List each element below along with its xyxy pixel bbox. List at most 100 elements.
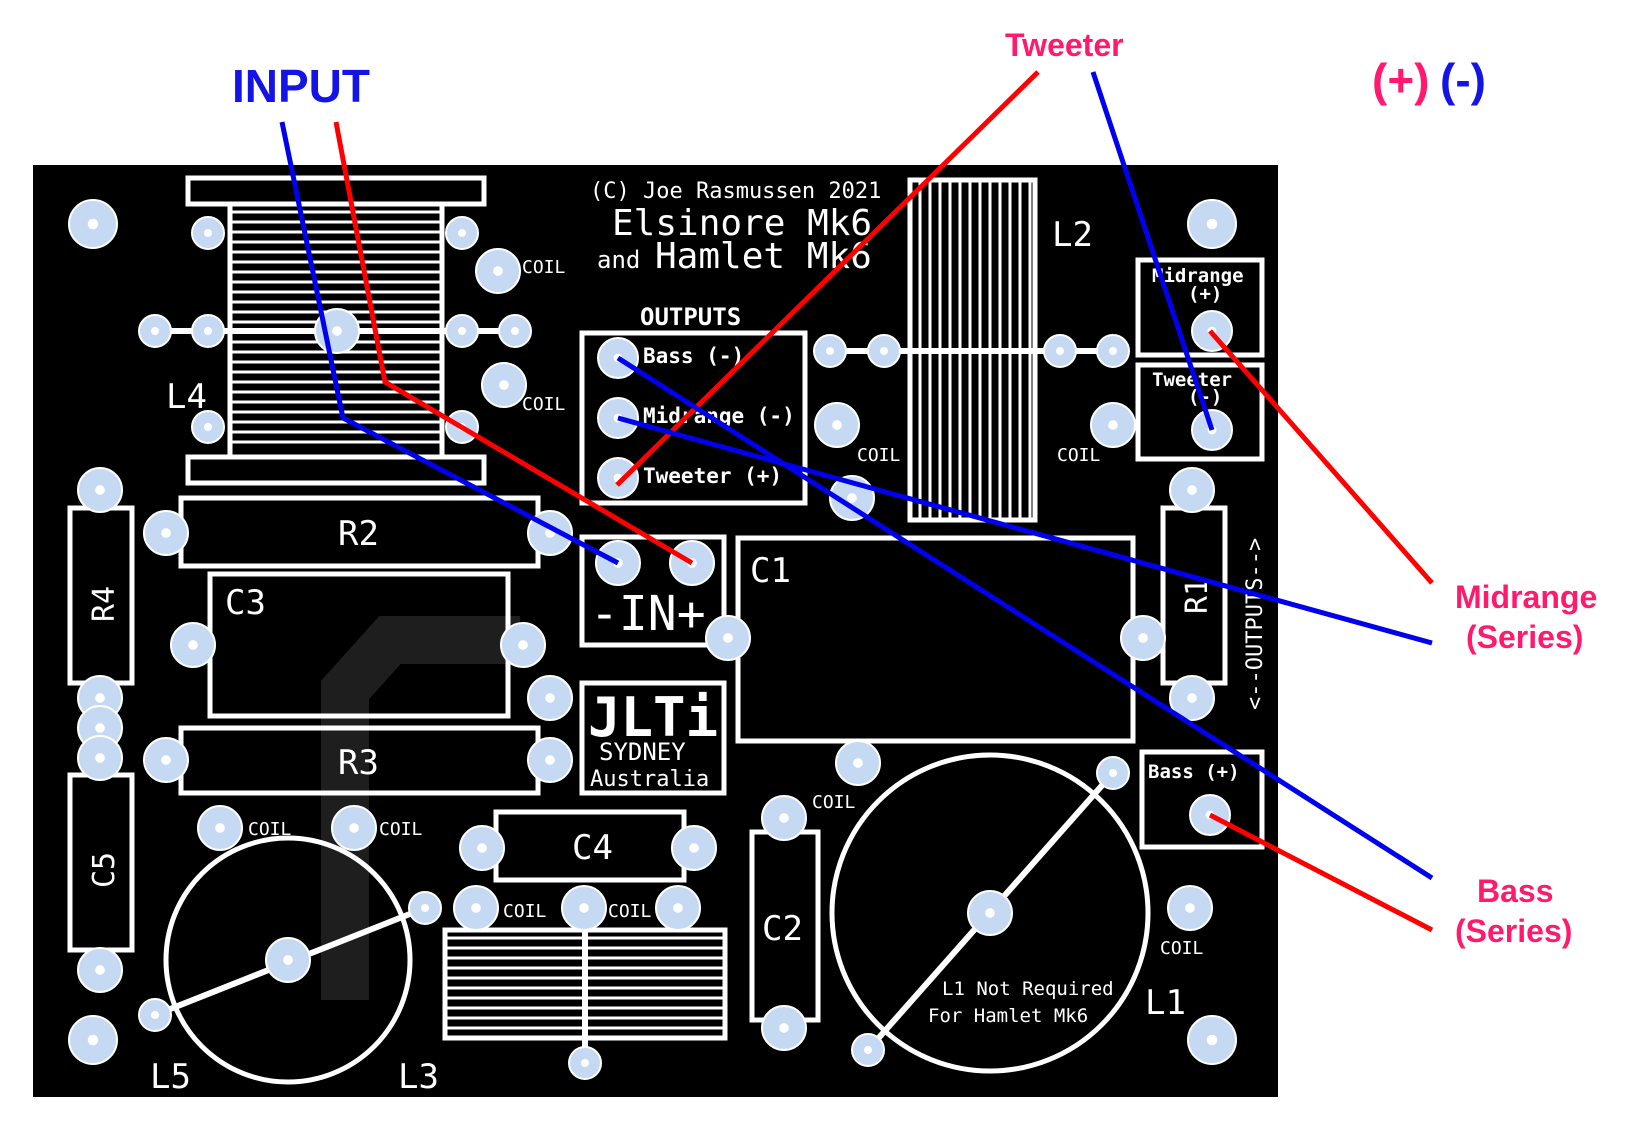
label-l3: L3 [398, 1057, 439, 1097]
coil-tag: COIL [608, 901, 652, 922]
pad-hole [493, 266, 503, 276]
pad-hole [161, 528, 171, 538]
pad-hole [723, 633, 733, 643]
label-c4: C4 [572, 828, 613, 868]
pad-hole [1108, 420, 1118, 430]
copyright-text: (C) Joe Rasmussen 2021 [590, 179, 881, 204]
pad-hole [1185, 903, 1195, 913]
term-bass-plus: Bass (+) [1148, 761, 1240, 783]
pad-hole [458, 327, 466, 335]
label-c3: C3 [225, 583, 266, 623]
pad-hole [826, 347, 834, 355]
label-r2: R2 [338, 514, 379, 554]
pad-hole [545, 755, 555, 765]
coil-tag: COIL [522, 394, 566, 415]
coil-tag: COIL [522, 257, 566, 278]
pad-hole [779, 1023, 789, 1033]
pad-hole [1109, 347, 1117, 355]
pad-hole [204, 423, 212, 431]
label-r3: R3 [338, 743, 379, 783]
pad-hole [204, 327, 212, 335]
pad-hole [188, 640, 198, 650]
pad-hole [458, 229, 466, 237]
plus-annotation: (+) [1372, 54, 1430, 106]
pad-hole [1138, 633, 1148, 643]
pad-hole [518, 640, 528, 650]
red-wires [333, 70, 1434, 933]
pad-hole [95, 693, 105, 703]
pad-hole [349, 823, 359, 833]
pad-hole [1206, 218, 1218, 230]
designators: L4 L2 L1 L5 L3 R2 R3 C3 C1 C4 C2 R4 C5 R… [87, 215, 1215, 1097]
pad-hole [87, 218, 99, 230]
pad-hole [985, 908, 995, 918]
terminal-midrange-plus [1135, 257, 1265, 358]
title-line1: Elsinore Mk6 [612, 203, 872, 244]
pad-hole [215, 823, 225, 833]
bass-annotation-line1: Bass [1477, 873, 1554, 909]
coil-tag: COIL [503, 901, 547, 922]
outputs-block [579, 330, 808, 506]
outputs-header: OUTPUTS [640, 303, 741, 331]
pad-hole [1056, 347, 1064, 355]
term-mid-plus-line1: Midrange [1152, 265, 1244, 287]
blue-wires [279, 71, 1434, 881]
pad-hole [204, 229, 212, 237]
label-l5: L5 [150, 1057, 191, 1097]
pad-hole [477, 843, 487, 853]
coil-tag: COIL [379, 819, 423, 840]
l1-note-line1: L1 Not Required [942, 978, 1114, 1000]
input-block [579, 534, 727, 648]
midrange-annotation-line1: Midrange [1455, 579, 1597, 615]
pcb-board [33, 165, 1278, 1097]
logo-country: Australia [590, 767, 709, 792]
pad-hole [87, 1034, 99, 1046]
pad-hole [847, 493, 857, 503]
pad-hole [689, 843, 699, 853]
coil-tag: COIL [857, 445, 901, 466]
pad-hole [499, 380, 509, 390]
pad-hole [545, 693, 555, 703]
pad-hole [161, 755, 171, 765]
input-label: -IN+ [590, 586, 706, 642]
pad-hole [95, 753, 105, 763]
pad-hole [673, 903, 683, 913]
minus-annotation: (-) [1440, 54, 1486, 106]
terminal-tweeter-minus [1135, 362, 1265, 462]
label-l4: L4 [166, 377, 207, 417]
pad-hole [511, 327, 519, 335]
label-c2: C2 [762, 909, 803, 949]
out-tweeter-plus: Tweeter (+) [643, 464, 782, 488]
side-outputs-text: <--OUTPUTS--> [1243, 538, 1268, 710]
logo-main: JLTi [588, 686, 718, 749]
logo-city: SYDNEY [599, 738, 686, 766]
pad-hole [880, 347, 888, 355]
pad-hole [95, 723, 105, 733]
coil-tags: COIL COIL COIL COIL COIL COIL COIL COIL … [248, 257, 1204, 959]
pad-hole [471, 903, 481, 913]
coil-tag: COIL [248, 819, 292, 840]
coil-tag: COIL [1160, 938, 1204, 959]
label-c5: C5 [87, 852, 122, 888]
pad-hole [151, 327, 159, 335]
pad-hole [332, 326, 342, 336]
pad-hole [832, 420, 842, 430]
label-l1: L1 [1145, 983, 1186, 1023]
pad-hole [1187, 693, 1197, 703]
inductor-l5-ring [163, 835, 413, 1085]
pad-hole [581, 1059, 589, 1067]
terminal-bass-plus [1139, 749, 1265, 850]
pad-hole [864, 1046, 872, 1054]
inductor-l1-ring [829, 752, 1151, 1074]
pad-hole [151, 1011, 159, 1019]
logo-block [579, 680, 727, 796]
title-and: and [597, 246, 640, 274]
pad-hole [779, 813, 789, 823]
pad-hole [283, 955, 293, 965]
pad-hole [95, 965, 105, 975]
pad-hole [579, 903, 589, 913]
pad-hole [421, 904, 429, 912]
label-c1: C1 [750, 551, 791, 591]
label-r4: R4 [87, 586, 122, 622]
